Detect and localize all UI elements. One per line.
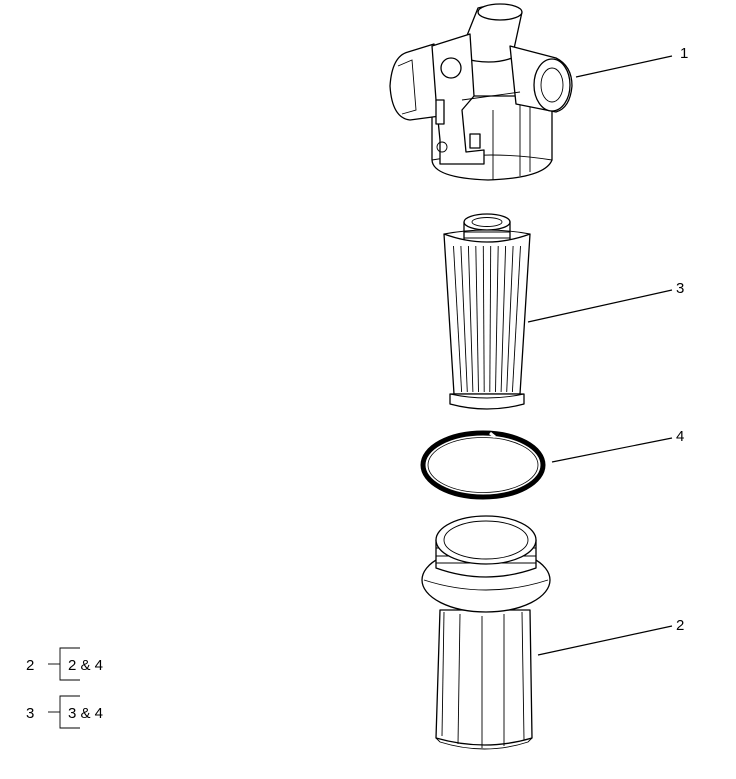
- filter-head-part: [389, 3, 573, 181]
- pleat-line: [500, 245, 507, 393]
- leader-line-element: [527, 289, 673, 323]
- callout-seal-number: 4: [676, 428, 684, 445]
- filter-element-part: [443, 213, 531, 410]
- kit-row: 2 2 & 4: [26, 647, 103, 681]
- pleat-line: [495, 245, 499, 393]
- pleat-line: [460, 245, 468, 393]
- callout-bowl-number: 2: [676, 617, 684, 634]
- pleat-line: [489, 245, 492, 393]
- callout-head-number: 1: [680, 45, 688, 62]
- pleat-line: [511, 245, 521, 393]
- kit-row: 3 3 & 4: [26, 695, 103, 729]
- kit-legend: 2 2 & 4 3 3 & 4: [26, 647, 103, 729]
- filter-bowl-part: [421, 515, 551, 750]
- pleat-line: [475, 245, 479, 393]
- kit-contents: 2 & 4: [68, 657, 103, 674]
- pleat-line: [453, 245, 463, 393]
- o-ring-seal-part: [420, 430, 546, 500]
- kit-number: 2: [26, 657, 34, 674]
- kit-number: 3: [26, 705, 34, 722]
- leader-line-head: [575, 55, 673, 78]
- pleat-line: [467, 245, 474, 393]
- pleat-line: [506, 245, 514, 393]
- callout-element-number: 3: [676, 280, 684, 297]
- leader-line-seal: [551, 437, 673, 463]
- element-pleat-lines: [453, 245, 521, 393]
- leader-line-bowl: [537, 625, 673, 656]
- pleat-line: [482, 245, 485, 393]
- kit-contents: 3 & 4: [68, 705, 103, 722]
